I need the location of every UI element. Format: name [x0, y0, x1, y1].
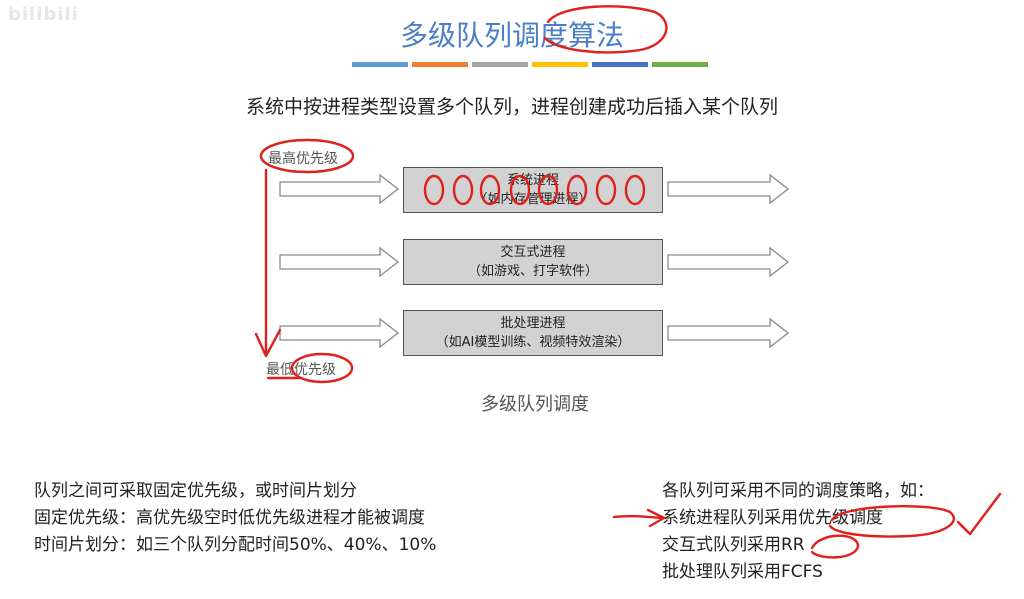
lowest-priority-label: 最低优先级: [266, 362, 336, 378]
arrow-in-2: [279, 246, 400, 278]
color-bar-5: [592, 62, 648, 67]
arrow-out-3: [667, 317, 790, 349]
bottom-label-circle-annotation: [290, 352, 354, 384]
queue-circle-1: [423, 174, 445, 206]
queue-circle-5: [537, 174, 559, 206]
color-bar-1: [352, 62, 408, 67]
left-notes: 队列之间可采取固定优先级，或时间片划分 固定优先级：高优先级空时低优先级进程才能…: [34, 478, 436, 559]
queue-batch-detail: （如AI模型训练、视频特效渲染）: [435, 335, 631, 350]
queue-circle-2: [452, 174, 474, 206]
queue-system-detail: （如内存管理进程）: [474, 192, 592, 207]
highest-priority-label: 最高优先级: [268, 151, 338, 167]
arrow-in-3: [279, 317, 400, 349]
diagram-caption: 多级队列调度: [481, 394, 589, 415]
queue-circle-6: [566, 174, 588, 206]
checkmark-annotation: [956, 492, 1002, 536]
queue-circle-3: [479, 174, 501, 206]
title-circle-annotation: [543, 5, 668, 54]
slide-title: 多级队列调度算法: [399, 19, 624, 52]
queue-batch: 批处理进程 （如AI模型训练、视频特效渲染）: [403, 310, 663, 356]
right-note-4: 批处理队列采用FCFS: [662, 562, 823, 582]
rr-circle-annotation: [810, 534, 860, 559]
right-note-arrowhead-annotation: [646, 508, 666, 528]
arrow-out-1: [667, 173, 790, 205]
color-bar-6: [652, 62, 708, 67]
color-bar-2: [412, 62, 468, 67]
color-bar-4: [532, 62, 588, 67]
queue-circle-4: [509, 174, 531, 206]
left-note-3: 时间片划分：如三个队列分配时间50%、40%、10%: [34, 535, 437, 555]
arrow-out-2: [667, 246, 790, 278]
top-label-circle-annotation: [259, 138, 355, 174]
right-note-2: 系统进程队列采用优先级调度: [662, 508, 883, 528]
queue-circle-7: [595, 174, 617, 206]
queue-system: 系统进程 （如内存管理进程）: [403, 167, 663, 213]
right-note-1: 各队列可采用不同的调度策略，如：: [662, 481, 934, 501]
left-note-1: 队列之间可采取固定优先级，或时间片划分: [34, 481, 357, 501]
priority-scheduling-circle-annotation: [828, 504, 955, 538]
queue-circle-8: [624, 174, 646, 206]
right-note-3: 交互式队列采用RR: [662, 535, 805, 555]
left-note-2: 固定优先级：高优先级空时低优先级进程才能被调度: [34, 508, 425, 528]
color-bar-3: [472, 62, 528, 67]
right-notes: 各队列可采用不同的调度策略，如： 系统进程队列采用优先级调度 交互式队列采用RR…: [662, 478, 934, 586]
queue-interactive-detail: （如游戏、打字软件）: [467, 264, 598, 279]
queue-batch-name: 批处理进程: [500, 316, 566, 331]
queue-interactive: 交互式进程 （如游戏、打字软件）: [403, 239, 663, 285]
right-note-arrow-annotation: [612, 514, 666, 520]
slide-subtitle: 系统中按进程类型设置多个队列，进程创建成功后插入某个队列: [245, 96, 778, 118]
priority-arrowhead-annotation: [254, 328, 282, 358]
arrow-in-1: [279, 173, 400, 205]
bilibili-watermark: bilibili: [8, 4, 79, 25]
queue-interactive-name: 交互式进程: [500, 245, 566, 260]
